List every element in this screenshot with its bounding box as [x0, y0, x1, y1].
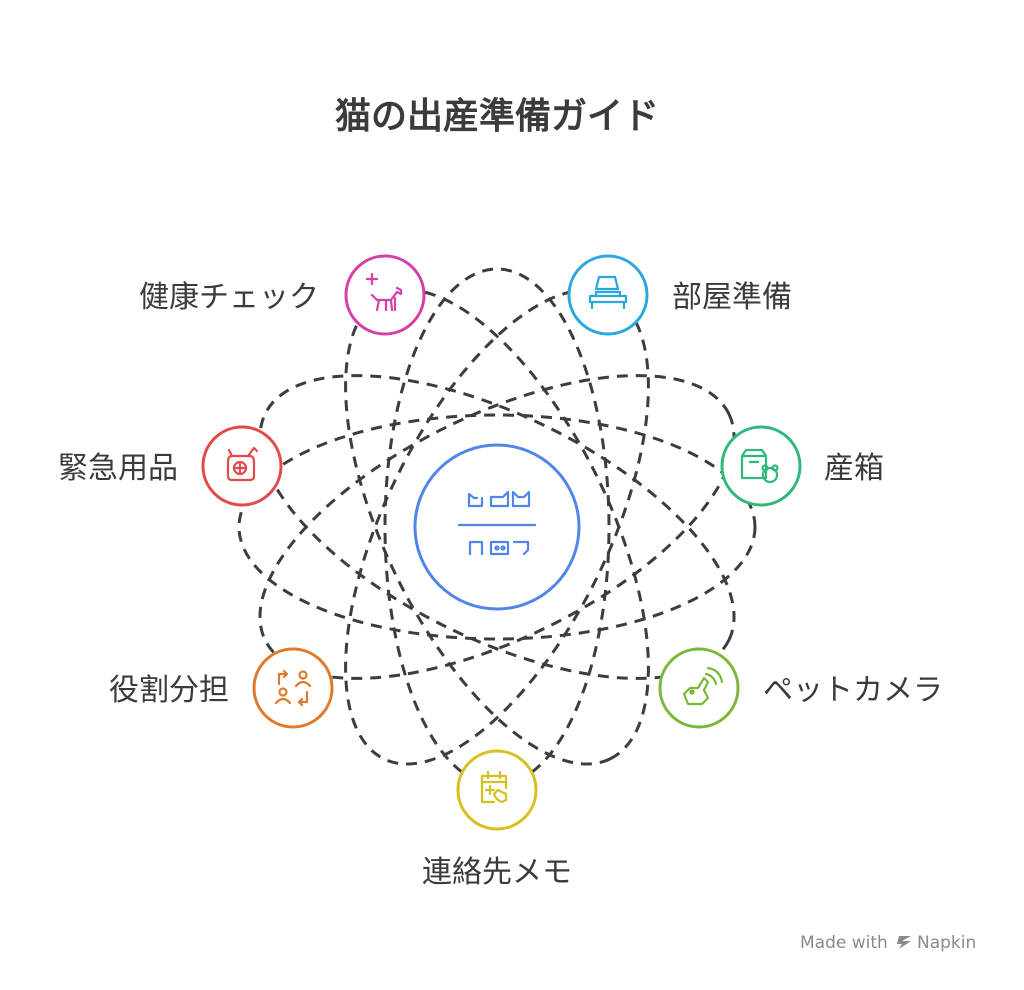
node-ring [344, 254, 426, 336]
napkin-logo-icon [897, 936, 911, 949]
medical-kit-icon [226, 446, 259, 482]
center-hub [413, 443, 581, 611]
page-title: 猫の出産準備ガイド [335, 96, 659, 137]
cat-camera-icon [682, 666, 724, 706]
cat-faces-icon [457, 490, 537, 556]
node-label: 連絡先メモ [422, 855, 572, 890]
node-role-sharing[interactable]: 役割分担 [109, 647, 334, 729]
people-swap-icon [274, 669, 312, 707]
watermark-prefix: Made with [800, 933, 888, 953]
node-label: 部屋準備 [672, 280, 792, 315]
orbit-ellipse [258, 374, 736, 680]
watermark-brand: Napkin [917, 933, 976, 953]
node-label: ペットカメラ [763, 673, 943, 708]
node-contact-memo[interactable]: 連絡先メモ [422, 749, 572, 890]
watermark[interactable]: Made with Napkin [800, 933, 976, 953]
node-label: 緊急用品 [58, 451, 178, 486]
node-label: 産箱 [824, 451, 884, 486]
node-pet-camera[interactable]: ペットカメラ [658, 647, 943, 729]
sofa-lamp-icon [588, 275, 628, 310]
orbit-ellipse [237, 413, 757, 641]
orbit-ellipse [344, 288, 650, 766]
node-room-prep[interactable]: 部屋準備 [567, 254, 792, 336]
node-ring [201, 425, 283, 507]
node-ring [252, 647, 334, 729]
node-label: 役割分担 [109, 673, 229, 708]
node-health-check[interactable]: 健康チェック [139, 254, 426, 336]
calendar-phone-icon [480, 770, 508, 804]
node-emergency-supplies[interactable]: 緊急用品 [58, 425, 283, 507]
orbit-ellipse [258, 374, 736, 680]
node-birthing-box[interactable]: 産箱 [720, 425, 884, 507]
node-label: 健康チェック [139, 280, 319, 315]
center-circle [413, 443, 581, 611]
pet-health-icon [365, 272, 403, 312]
node-ring [720, 425, 802, 507]
box-bear-icon [740, 448, 779, 484]
